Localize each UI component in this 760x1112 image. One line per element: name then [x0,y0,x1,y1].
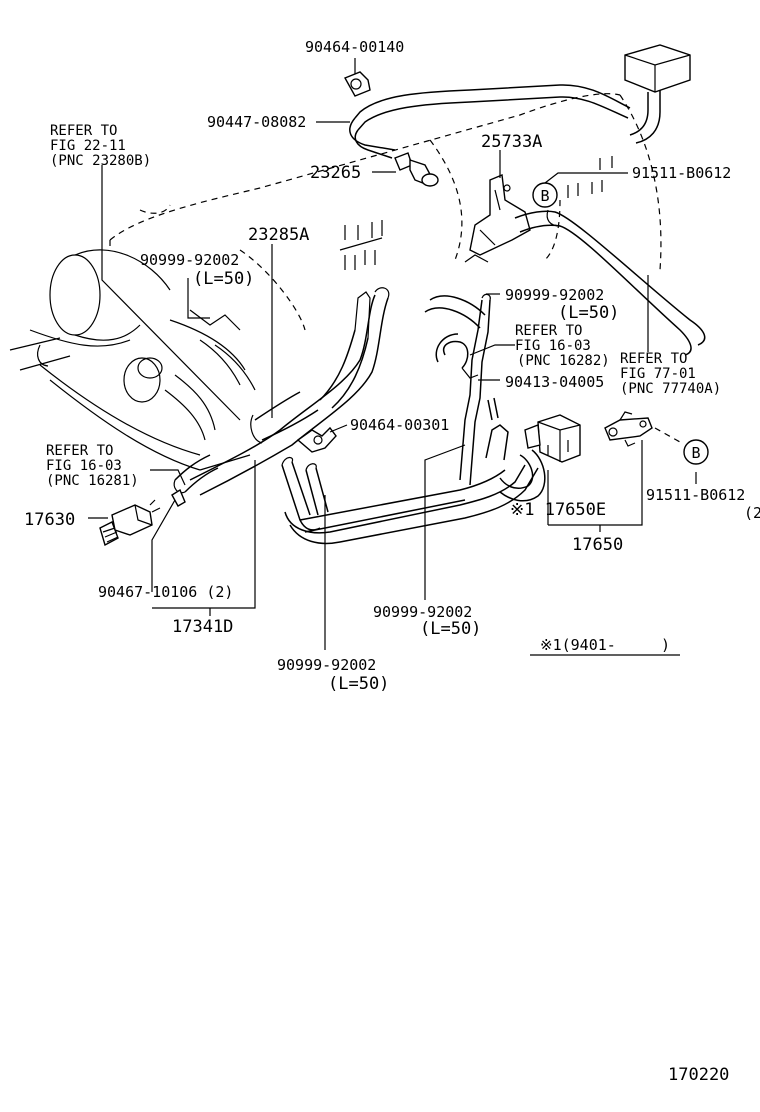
label-l50-d: (L=50) [328,674,389,694]
label-refer-16-03a-line1: REFER TO [46,443,113,459]
label-refer-22-11-line2: FIG 22-11 [50,138,126,154]
label-23265: 23265 [310,163,361,183]
callout-b-top-label: B [540,187,549,205]
bracket-25733A-icon [464,156,613,263]
label-refer-16-03a-line2: FIG 16-03 [46,458,122,474]
label-90999-92002-b: 90999-92002 [505,286,604,304]
label-90999-92002-d: 90999-92002 [277,656,376,674]
label-refer-16-03b-line1: REFER TO [515,323,582,339]
label-23285A: 23285A [248,225,309,245]
label-17650: 17650 [572,535,623,555]
sensor-23265-icon [394,152,439,187]
label-note-1: ※1(9401- ) [540,636,670,654]
vsv-valve-17650E-icon [524,414,581,463]
label-17650E: ※1 17650E [510,500,606,520]
label-refer-22-11-line1: REFER TO [50,123,117,139]
figure-number: 170220 [668,1065,729,1085]
hose-23285A [189,220,390,496]
label-90464-00140: 90464-00140 [305,38,404,56]
label-25733A: 25733A [481,132,542,152]
label-l50-c: (L=50) [420,619,481,639]
label-17630: 17630 [24,510,75,530]
bracket-91511-icon [604,411,681,447]
labels: 90464-00140 90447-08082 REFER TO FIG 22-… [24,38,760,1085]
label-90413-04005: 90413-04005 [505,373,604,391]
label-refer-77-01-line1: REFER TO [620,351,687,367]
label-17341D: 17341D [172,617,233,637]
label-90447-08082: 90447-08082 [207,113,306,131]
clip-90464-00140-icon [344,71,371,97]
label-refer-77-01-line2: FIG 77-01 [620,366,696,382]
callout-b-bottom-label: B [691,444,700,462]
label-90999-92002-c: 90999-92002 [373,603,472,621]
label-90464-00301: 90464-00301 [350,416,449,434]
label-refer-77-01-line3: (PNC 77740A) [620,381,721,397]
hose-refer-77-01 [514,209,706,356]
label-l50-a: (L=50) [193,269,254,289]
hose-refer-16-03-16281 [173,454,219,494]
label-refer-16-03b-line2: FIG 16-03 [515,338,591,354]
filter-box-icon [624,44,691,144]
label-qty-2-right: (2 [744,504,760,522]
label-refer-16-03b-line3: (PNC 16282) [517,353,610,369]
label-refer-22-11-line3: (PNC 23280B) [50,153,151,169]
lower-hoses [281,293,546,545]
label-l50-b: (L=50) [558,303,619,323]
leader-lines [88,58,697,656]
label-91511-B0612-bottom: 91511-B0612 [646,486,745,504]
label-90467-10106: 90467-10106 (2) [98,583,233,601]
label-90999-92002-a: 90999-92002 [140,251,239,269]
callout-b-bottom: B [683,439,709,465]
label-91511-B0612-top: 91511-B0612 [632,164,731,182]
engine-outline [109,93,662,331]
callout-b-top: B [532,182,558,208]
clip-90464-00301-icon [296,426,337,453]
switch-17630-icon [99,488,186,547]
label-refer-16-03a-line3: (PNC 16281) [46,473,139,489]
hose-90447-08082 [349,84,631,159]
